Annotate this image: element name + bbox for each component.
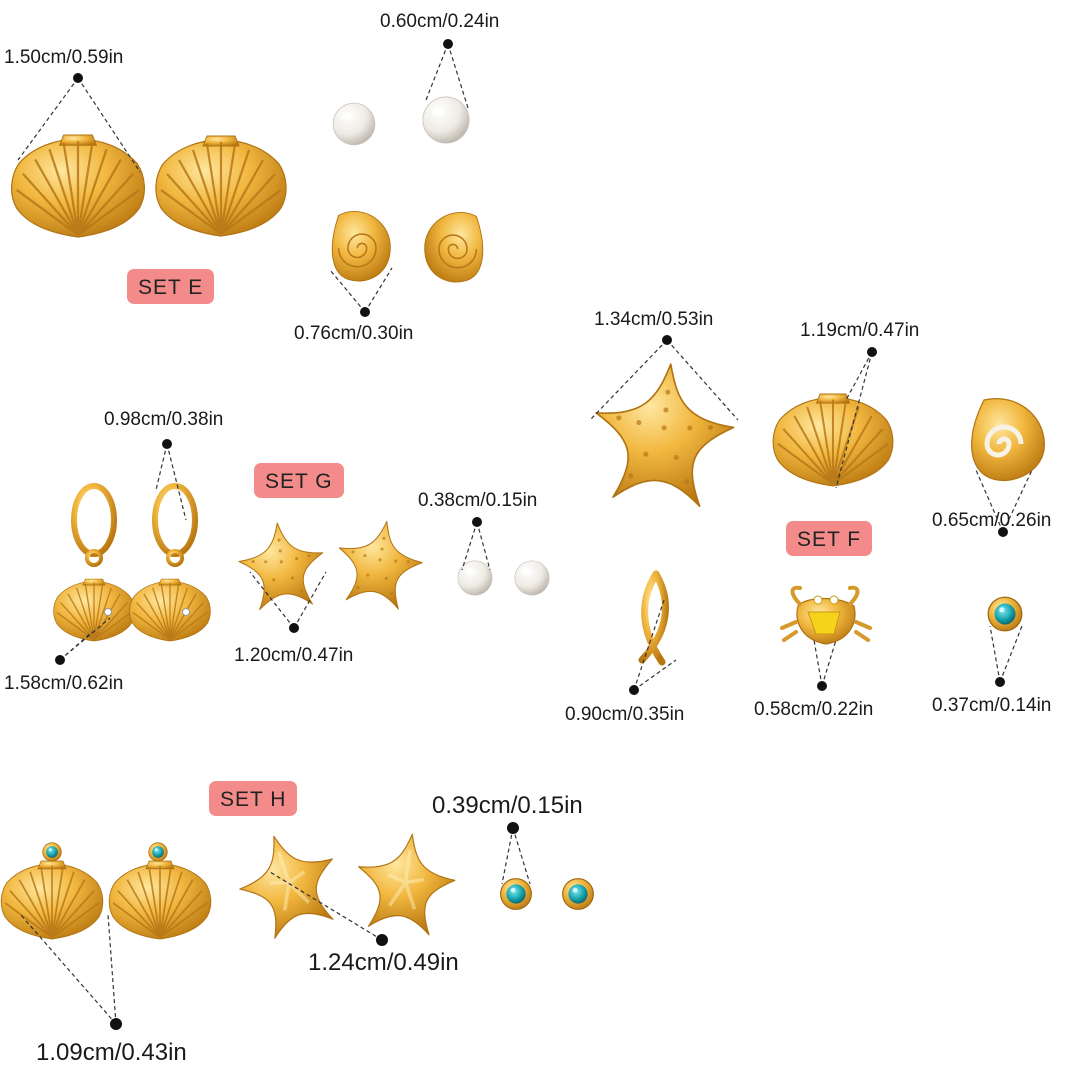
set-g-starfish-stud-left	[234, 518, 329, 612]
set-h-turquoise-stud-right	[562, 878, 594, 910]
set-h-starfish-stud-left	[225, 819, 352, 946]
set-e-shell-earring-right	[154, 134, 288, 238]
size-label-set-f-spiral: 0.65cm/0.26in	[932, 510, 1052, 531]
size-label-set-f-fish: 0.90cm/0.35in	[565, 704, 685, 725]
size-label-set-f-crab: 0.58cm/0.22in	[754, 699, 874, 720]
set-h-shell-turquoise-earring-right	[108, 842, 212, 940]
set-g-pearl-stud-right	[514, 560, 550, 596]
set-h-badge: SET H	[209, 781, 298, 816]
size-label-set-e-ammonite: 0.76cm/0.30in	[294, 323, 414, 344]
set-f-fish-stud	[638, 570, 669, 666]
set-f-shell-stud	[772, 392, 894, 488]
set-e-pearl-stud-left	[332, 102, 376, 146]
set-f-crab-stud	[780, 585, 872, 645]
set-g-hoop-shell-earring-left	[52, 483, 136, 642]
set-f-turquoise-stud	[987, 596, 1023, 632]
size-label-set-f-shell: 1.19cm/0.47in	[800, 320, 920, 341]
set-h-shell-turquoise-earring-left	[0, 842, 104, 940]
size-label-set-h-shell: 1.09cm/0.43in	[36, 1039, 187, 1066]
set-g-hoop-shell-earring-right	[128, 483, 212, 642]
size-label-set-g-pearl: 0.38cm/0.15in	[418, 490, 538, 511]
set-h-starfish-stud-right	[348, 825, 463, 940]
set-f-spiral-shell-stud	[971, 398, 1045, 482]
size-label-set-e-shell: 1.50cm/0.59in	[4, 47, 124, 68]
measurement-guides	[17, 43, 1033, 1025]
set-e-shell-earring-left	[10, 133, 146, 239]
set-g-pearl-stud-left	[457, 560, 493, 596]
set-e-pearl-stud-right	[422, 96, 470, 144]
size-label-set-f-starfish: 1.34cm/0.53in	[594, 309, 714, 330]
size-label-set-g-hoop: 0.98cm/0.38in	[104, 409, 224, 430]
size-label-set-g-starfish: 1.20cm/0.47in	[234, 645, 354, 666]
size-label-set-f-turquoise: 0.37cm/0.14in	[932, 695, 1052, 716]
measurement-dots	[55, 39, 1008, 1030]
set-g-badge: SET G	[254, 463, 344, 498]
size-label-set-g-shell-charm: 1.58cm/0.62in	[4, 673, 124, 694]
set-g-starfish-stud-right	[330, 513, 429, 613]
set-f-starfish-stud	[586, 356, 741, 510]
size-label-set-h-starfish: 1.24cm/0.49in	[308, 949, 459, 976]
size-label-set-e-pearl: 0.60cm/0.24in	[380, 11, 500, 32]
size-label-set-h-turquoise: 0.39cm/0.15in	[432, 792, 583, 819]
set-e-ammonite-stud-right	[423, 211, 484, 283]
set-e-ammonite-stud-left	[331, 210, 392, 282]
set-h-turquoise-stud-left	[500, 878, 532, 910]
set-e-badge: SET E	[127, 269, 215, 304]
set-f-badge: SET F	[786, 521, 873, 556]
